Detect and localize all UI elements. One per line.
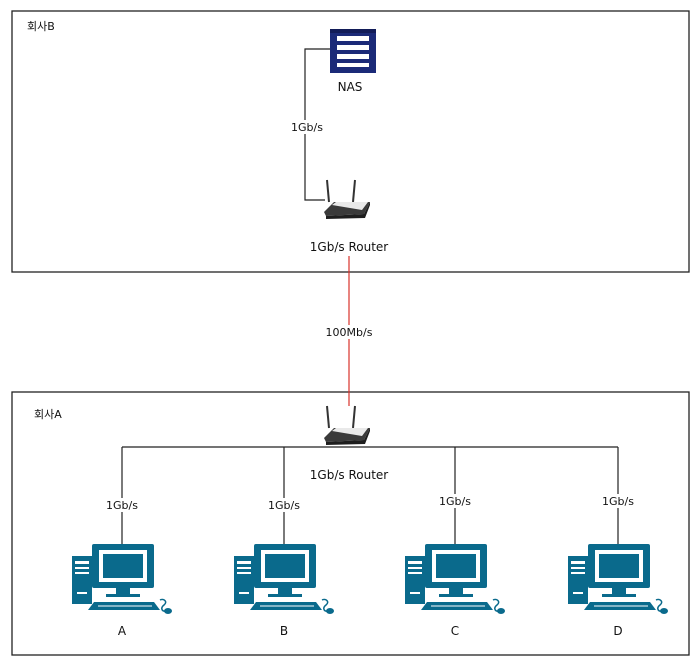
pc-d-label: D [613, 624, 622, 638]
zone-company-b-label: 회사B [27, 20, 55, 33]
link-pc-c-label: 1Gb/s [439, 495, 471, 508]
pc-c-label: C [451, 624, 459, 638]
link-pc-d-label: 1Gb/s [602, 495, 634, 508]
pc-a-label: A [118, 624, 127, 638]
router-a-label: 1Gb/s Router [310, 468, 388, 482]
link-wan-label: 100Mb/s [326, 326, 373, 339]
link-pc-a-label: 1Gb/s [106, 499, 138, 512]
link-pc-b-label: 1Gb/s [268, 499, 300, 512]
nas-label: NAS [338, 80, 363, 94]
router-b-label: 1Gb/s Router [310, 240, 388, 254]
pc-b-label: B [280, 624, 288, 638]
nas-node [330, 29, 376, 73]
zone-company-a-label: 회사A [34, 408, 62, 421]
server-rack-icon [330, 29, 376, 73]
link-nas-router-b-label: 1Gb/s [291, 121, 323, 134]
